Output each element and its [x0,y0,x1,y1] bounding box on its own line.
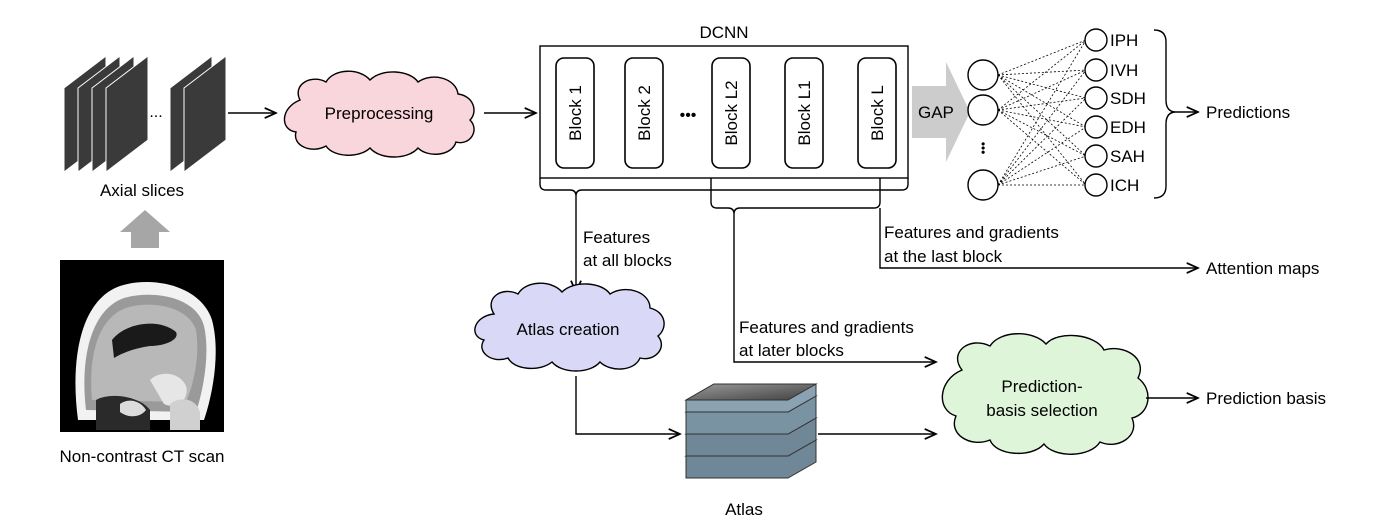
basis-selection-line2: basis selection [986,401,1098,420]
block-1-label: Block 1 [566,85,585,141]
nn-output-neurons [1084,28,1108,197]
basis-selection-line1: Prediction- [1001,377,1082,396]
predictions-label: Predictions [1206,103,1290,122]
arrow-to-atlas [575,376,680,434]
output-ivh: IVH [1110,61,1138,80]
output-edh: EDH [1110,118,1146,137]
block-l [857,57,897,169]
axial-slices-label: Axial slices [100,181,184,200]
atlas-creation-label: Atlas creation [517,320,620,339]
atlas-stack-icon [684,383,818,479]
features-later-line2: at later blocks [739,341,844,360]
block-dots: ••• [680,107,697,124]
features-last-line1: Features and gradients [884,223,1059,242]
block-1 [555,57,595,169]
features-later-line1: Features and gradients [739,318,914,337]
brace-later-blocks [710,178,881,215]
ct-scan-label: Non-contrast CT scan [59,447,224,466]
atlas-label: Atlas [725,500,763,519]
basis-selection-cloud [941,333,1149,455]
axial-slices-stack [63,54,227,174]
features-all-line1: Features [583,228,650,247]
block-2-label: Block 2 [635,85,654,141]
output-sdh: SDH [1110,89,1146,108]
block-l2 [711,57,751,169]
block-l1 [784,57,824,169]
dcnn-blocks [555,57,897,169]
arrow-to-attention-maps [879,208,1198,268]
up-arrow [120,210,170,248]
atlas-creation-cloud [474,282,665,372]
ct-scan-image [60,260,224,432]
block-l-label: Block L [868,85,887,141]
attention-maps-label: Attention maps [1206,259,1319,278]
output-ich: ICH [1110,176,1139,195]
prediction-basis-label: Prediction basis [1206,389,1326,408]
block-l2-label: Block L2 [722,80,741,145]
slice-dots: ... [149,104,162,121]
dcnn-title: DCNN [699,23,748,42]
brace-all-blocks [539,178,909,197]
neuron-dots: ••• [976,142,990,155]
preprocessing-cloud [283,70,475,158]
preprocessing-label: Preprocessing [325,104,434,123]
block-l1-label: Block L1 [795,80,814,145]
output-sah: SAH [1110,147,1145,166]
nn-connections [997,39,1087,186]
arrow-to-basis-selection [733,214,936,362]
predictions-brace [1153,29,1177,199]
gap-label: GAP [918,103,954,122]
features-all-line2: at all blocks [583,251,672,270]
gap-arrow [912,62,970,162]
features-last-line2: at the last block [884,247,1003,266]
block-2 [624,57,664,169]
nn-input-neurons [967,59,999,201]
output-iph: IPH [1110,31,1138,50]
